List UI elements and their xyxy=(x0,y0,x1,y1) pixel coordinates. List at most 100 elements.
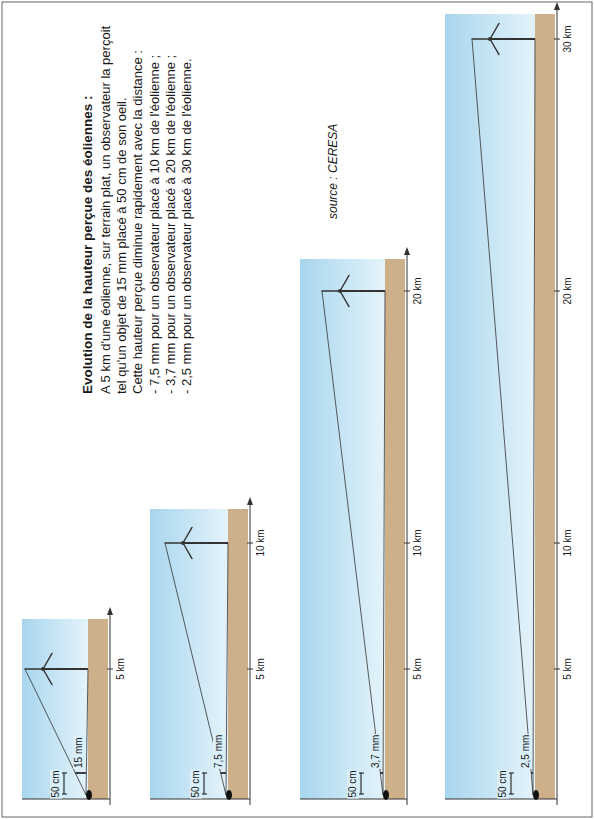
turbine-blade xyxy=(490,39,499,55)
distance-axis xyxy=(557,8,558,805)
perceived-size-label: 2,5 mm xyxy=(520,734,532,769)
axis-tick xyxy=(404,543,410,544)
axis-tick xyxy=(404,669,410,670)
sight-line xyxy=(226,543,228,795)
sight-line xyxy=(322,291,383,795)
turbine-blade xyxy=(322,290,340,291)
sight-line xyxy=(533,39,535,795)
turbine-tower xyxy=(183,542,228,544)
perceived-size-label: 15 mm xyxy=(73,736,85,769)
sight-line xyxy=(383,291,385,795)
sky xyxy=(300,259,385,799)
origin-line xyxy=(150,799,250,800)
turbine-tower xyxy=(43,668,88,670)
turbine-blade xyxy=(43,653,52,669)
sky xyxy=(445,14,535,799)
axis-arrow xyxy=(404,247,410,255)
turbine-blade xyxy=(165,542,183,543)
observer xyxy=(383,790,389,800)
source-note: source : CERESA xyxy=(326,124,340,219)
wind-turbine xyxy=(472,23,535,54)
axis-arrow xyxy=(554,2,560,10)
perceived-size-bar xyxy=(380,772,383,774)
distance-tick-label: 20 km xyxy=(562,277,574,304)
turbine-blade xyxy=(340,275,349,291)
turbine-hub xyxy=(181,541,185,545)
turbine-blade xyxy=(183,527,192,543)
distance-tick-label: 5 km xyxy=(255,658,267,680)
heading: Evolution de la hauteur perçue des éolie… xyxy=(80,12,97,394)
turbine-blade xyxy=(490,23,499,39)
wind-turbine xyxy=(322,275,385,306)
axis-arrow xyxy=(247,497,253,505)
perceived-size-bar xyxy=(75,772,86,774)
distance-panel xyxy=(300,247,410,805)
turbine-tower xyxy=(340,290,385,292)
body-text: - 2,5 mm pour un observateur placé à 30 … xyxy=(179,12,195,394)
ground xyxy=(228,509,248,799)
axis-tick xyxy=(554,39,560,40)
distance-tick-label: 30 km xyxy=(562,25,574,52)
distance-tick-label: 5 km xyxy=(412,658,424,680)
eye-distance-label: 50 cm xyxy=(50,769,62,798)
axis-tick xyxy=(247,669,253,670)
sky xyxy=(22,619,88,799)
perceived-size-bar xyxy=(221,772,226,774)
distance-panel xyxy=(150,497,253,805)
distance-tick-label: 10 km xyxy=(562,529,574,556)
distance-axis xyxy=(407,253,408,805)
wind-turbine xyxy=(25,653,88,684)
text-block: Evolution de la hauteur perçue des éolie… xyxy=(80,12,195,394)
sight-line xyxy=(472,39,533,795)
axis-tick xyxy=(107,669,113,670)
origin-line xyxy=(445,799,557,800)
body-text: Cette hauteur perçue diminue rapidement … xyxy=(130,12,146,394)
turbine-hub xyxy=(41,667,45,671)
observer xyxy=(533,790,539,800)
turbine-tower xyxy=(490,38,535,40)
observer xyxy=(226,790,232,800)
distance-axis xyxy=(250,503,251,805)
eye-distance-label: 50 cm xyxy=(190,769,202,798)
eye-distance-label: 50 cm xyxy=(497,769,509,798)
body-text: - 3,7 mm pour un observateur placé à 20 … xyxy=(163,12,179,394)
turbine-hub xyxy=(488,37,492,41)
observer xyxy=(86,790,92,800)
ground xyxy=(535,14,555,799)
axis-tick xyxy=(554,543,560,544)
sight-line xyxy=(86,669,88,795)
perceived-size-label: 3,7 mm xyxy=(370,734,382,769)
ground xyxy=(88,619,108,799)
wind-turbine xyxy=(165,527,228,558)
turbine-blade xyxy=(43,669,52,685)
turbine-hub xyxy=(338,289,342,293)
perceived-size-label: 7,5 mm xyxy=(213,734,225,769)
axis-tick xyxy=(554,291,560,292)
sight-line xyxy=(165,543,226,795)
distance-tick-label: 10 km xyxy=(255,529,267,556)
axis-tick xyxy=(247,543,253,544)
distance-panel xyxy=(22,607,113,805)
sky xyxy=(150,509,228,799)
axis-tick xyxy=(554,669,560,670)
distance-axis xyxy=(110,613,111,805)
distance-panel xyxy=(445,2,560,805)
axis-arrow xyxy=(107,607,113,615)
turbine-blade xyxy=(25,668,43,669)
origin-line xyxy=(22,799,110,800)
perceived-size-bar xyxy=(531,772,533,774)
origin-line xyxy=(300,799,407,800)
distance-tick-label: 5 km xyxy=(115,658,127,680)
body-text: - 7,5 mm pour un observateur placé à 10 … xyxy=(147,12,163,394)
distance-tick-label: 10 km xyxy=(412,529,424,556)
eye-distance-label: 50 cm xyxy=(347,769,359,798)
axis-tick xyxy=(404,291,410,292)
turbine-blade xyxy=(340,291,349,307)
turbine-blade xyxy=(183,543,192,559)
body-text: A 5 km d'une éolienne, sur terrain plat,… xyxy=(98,12,131,394)
distance-tick-label: 20 km xyxy=(412,277,424,304)
ground xyxy=(385,259,405,799)
distance-tick-label: 5 km xyxy=(562,658,574,680)
